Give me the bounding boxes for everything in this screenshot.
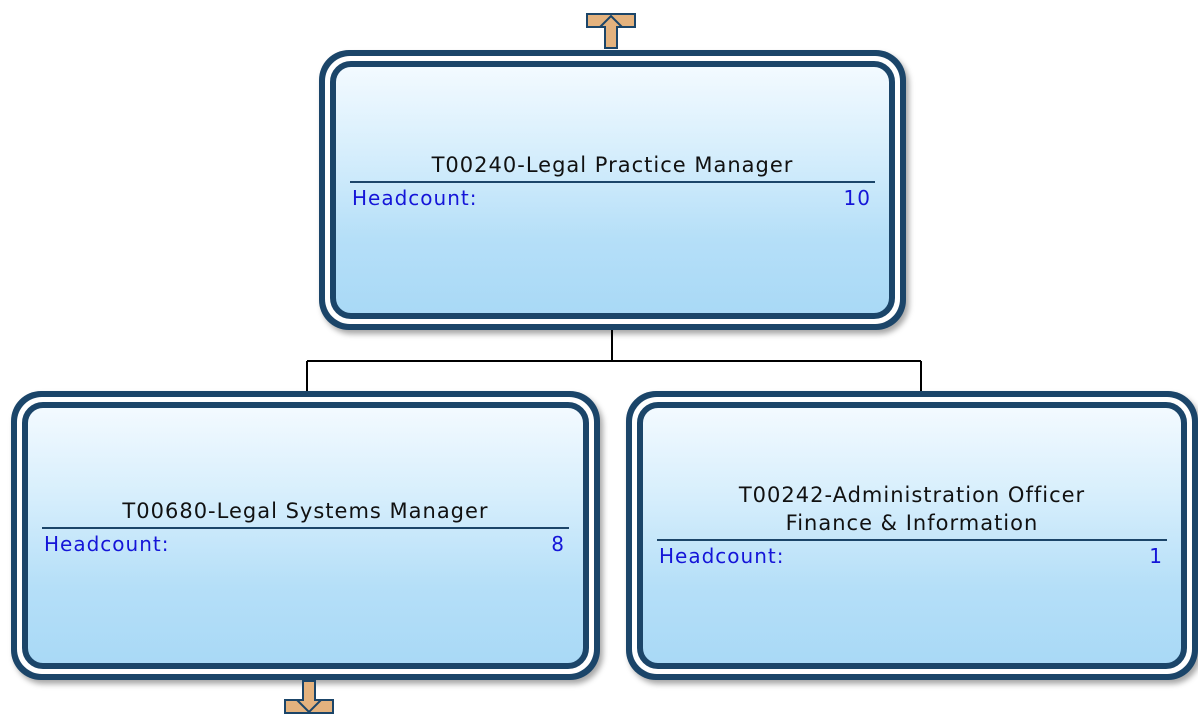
headcount-row: Headcount: 8 <box>42 529 569 559</box>
headcount-row: Headcount: 1 <box>657 541 1167 571</box>
node-title: T00680-Legal Systems Manager <box>42 497 569 529</box>
headcount-value: 8 <box>551 532 565 556</box>
org-node-legal-practice-manager[interactable]: T00240-Legal Practice Manager Headcount:… <box>319 50 906 330</box>
node-title: T00242-Administration Officer Finance & … <box>657 481 1167 541</box>
headcount-row: Headcount: 10 <box>350 183 875 213</box>
arrow-down-icon[interactable] <box>284 680 334 714</box>
headcount-label: Headcount: <box>352 186 478 210</box>
node-title: T00240-Legal Practice Manager <box>350 151 875 183</box>
headcount-label: Headcount: <box>44 532 170 556</box>
headcount-label: Headcount: <box>659 544 785 568</box>
org-node-legal-systems-manager[interactable]: T00680-Legal Systems Manager Headcount: … <box>11 391 600 680</box>
headcount-value: 10 <box>843 186 871 210</box>
headcount-value: 1 <box>1149 544 1163 568</box>
arrow-up-icon[interactable] <box>586 13 636 49</box>
org-node-administration-officer[interactable]: T00242-Administration Officer Finance & … <box>626 391 1198 680</box>
